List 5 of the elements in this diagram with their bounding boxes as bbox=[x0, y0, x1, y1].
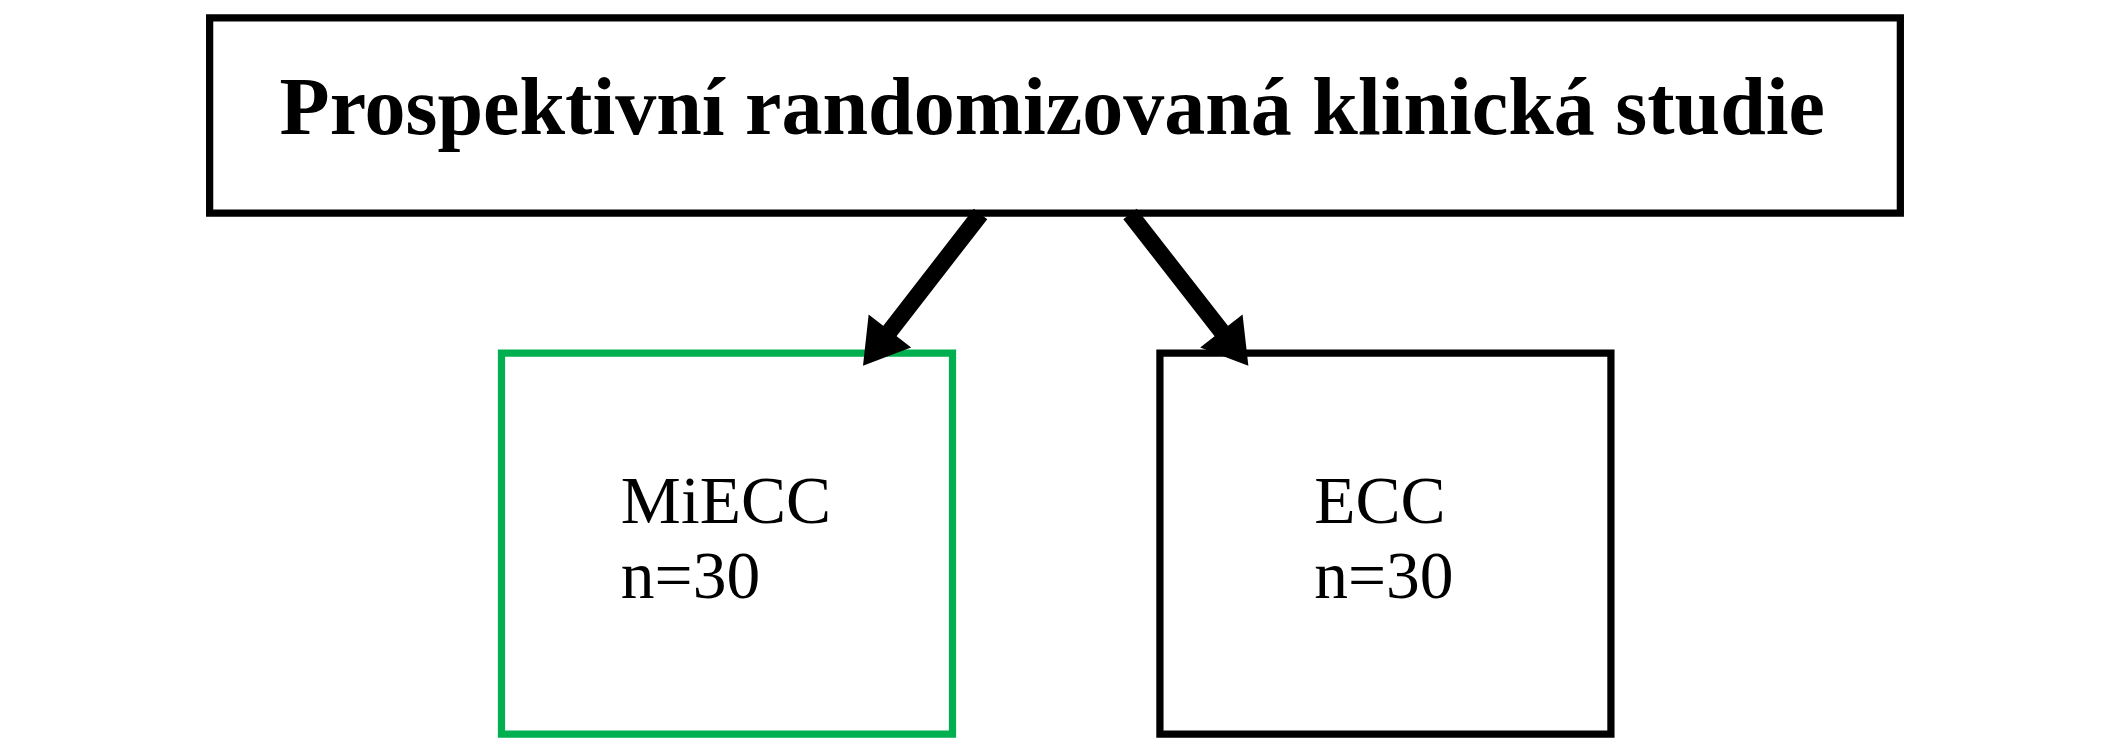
node-box: ECC n=30 bbox=[1156, 349, 1615, 738]
arrow bbox=[863, 208, 988, 366]
node-box: Prospektivní randomizovaná klinická studie bbox=[206, 14, 1904, 217]
node-box: MiECC n=30 bbox=[497, 349, 957, 738]
arrow bbox=[1123, 208, 1249, 366]
